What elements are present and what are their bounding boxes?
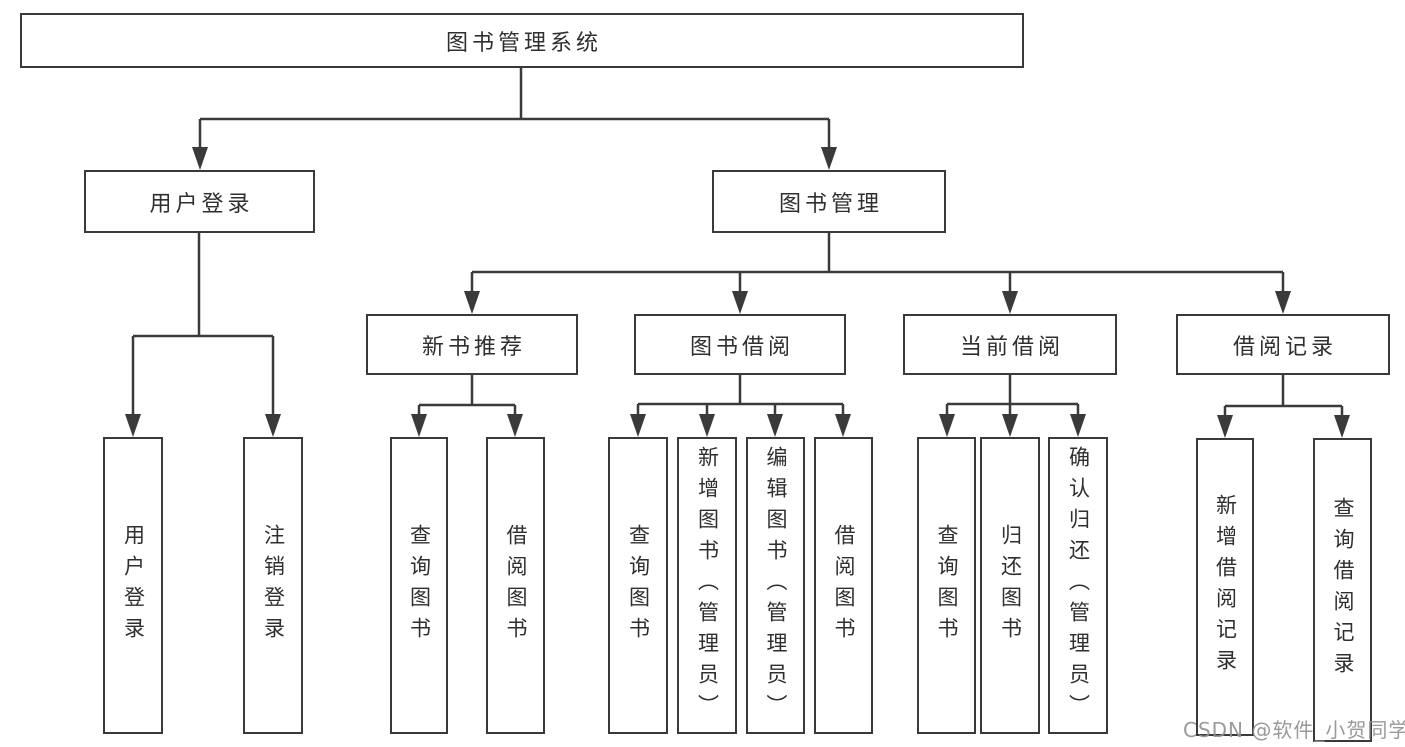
node-label: 借阅记录	[1232, 334, 1337, 360]
arrowhead-icon	[1275, 291, 1291, 314]
node-library-management-system: 图书管理系统	[20, 13, 1024, 68]
node-new-book-recommend: 新书推荐	[366, 314, 578, 375]
leaf-label: 新增借阅记录	[1213, 494, 1238, 680]
connector-book-borrow-branch	[636, 375, 845, 419]
node-label: 图书管理系统	[445, 30, 602, 56]
arrowhead-icon	[265, 414, 281, 437]
leaf-cb-return-books: 归还图书	[980, 437, 1040, 734]
arrowhead-icon	[411, 414, 427, 437]
connector-user-login-branch	[131, 233, 275, 419]
leaf-label: 编辑图书（管理员）	[764, 446, 788, 725]
leaf-nbr-borrow-books: 借阅图书	[486, 437, 545, 734]
csdn-watermark: CSDN @软件_小贺同学	[1183, 718, 1405, 742]
leaf-label: 查询借阅记录	[1331, 497, 1355, 683]
leaf-user-login: 用户登录	[103, 437, 163, 734]
node-book-management: 图书管理	[712, 170, 946, 233]
leaf-label: 查询图书	[407, 523, 432, 648]
connector-current-borrow-branch	[945, 375, 1080, 419]
arrowhead-icon	[699, 414, 715, 437]
leaf-bb-edit-books-admin: 编辑图书（管理员）	[746, 437, 805, 734]
node-label: 用户登录	[149, 191, 254, 217]
node-label: 当前借阅	[959, 334, 1064, 360]
connector-book-management-branch	[470, 233, 1285, 296]
leaf-label: 确认归还（管理员）	[1066, 446, 1091, 725]
arrowhead-icon	[192, 147, 208, 170]
leaf-bb-borrow-books: 借阅图书	[814, 437, 873, 734]
leaf-label: 借阅图书	[832, 523, 856, 648]
arrowhead-icon	[1070, 414, 1086, 437]
arrowhead-icon	[1002, 414, 1018, 437]
leaf-logout-login: 注销登录	[243, 437, 303, 734]
leaf-br-add-record: 新增借阅记录	[1196, 438, 1254, 736]
leaf-nbr-query-books: 查询图书	[390, 437, 448, 734]
node-label: 图书借阅	[689, 334, 794, 360]
leaf-label: 查询图书	[626, 523, 651, 648]
arrowhead-icon	[1217, 415, 1233, 438]
arrowhead-icon	[821, 147, 837, 170]
leaf-label: 注销登录	[261, 523, 286, 648]
connector-root-to-level2	[198, 68, 831, 152]
node-label: 新书推荐	[421, 334, 526, 360]
leaf-cb-confirm-return-admin: 确认归还（管理员）	[1048, 437, 1108, 734]
arrowhead-icon	[939, 414, 955, 437]
node-user-login: 用户登录	[84, 170, 315, 233]
leaf-label: 借阅图书	[504, 523, 528, 648]
leaf-label: 归还图书	[998, 523, 1023, 648]
connector-borrow-records-branch	[1223, 375, 1344, 420]
arrowhead-icon	[835, 414, 851, 437]
arrowhead-icon	[464, 291, 480, 314]
leaf-bb-add-books-admin: 新增图书（管理员）	[677, 437, 737, 734]
leaf-label: 查询图书	[935, 523, 959, 648]
leaf-label: 用户登录	[121, 523, 146, 648]
arrowhead-icon	[767, 414, 783, 437]
leaf-cb-query-books: 查询图书	[917, 437, 976, 734]
arrowhead-icon	[732, 291, 748, 314]
leaf-br-query-record: 查询借阅记录	[1313, 438, 1372, 742]
node-label: 图书管理	[778, 191, 883, 217]
arrowhead-icon	[507, 414, 523, 437]
arrowhead-icon	[630, 414, 646, 437]
arrowhead-icon	[1002, 291, 1018, 314]
leaf-bb-query-books: 查询图书	[608, 437, 668, 734]
arrowhead-icons	[125, 147, 1350, 438]
arrowhead-icon	[1334, 415, 1350, 438]
leaf-label: 新增图书（管理员）	[695, 446, 720, 725]
node-borrow-records: 借阅记录	[1176, 314, 1390, 375]
connector-new-book-recommend-branch	[417, 375, 517, 419]
node-current-borrow: 当前借阅	[903, 314, 1117, 375]
arrowhead-icon	[125, 414, 141, 437]
node-book-borrow: 图书借阅	[634, 314, 846, 375]
